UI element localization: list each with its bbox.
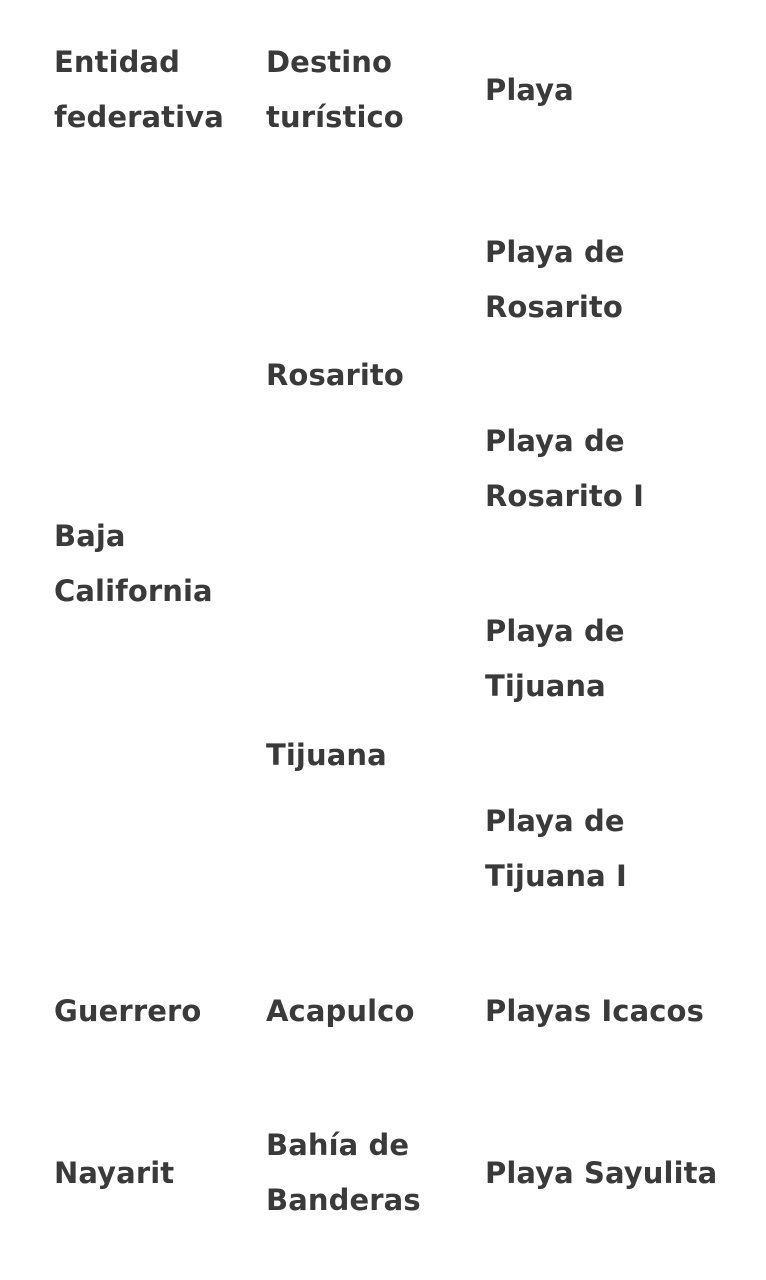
entity-nayarit: Nayarit <box>54 1156 175 1190</box>
destination-rosarito: Rosarito <box>266 358 404 392</box>
header-beach: Playa <box>485 73 574 107</box>
destination-tijuana: Tijuana <box>266 738 387 772</box>
entity-baja-california: Baja California <box>54 519 213 608</box>
destination-acapulco: Acapulco <box>266 994 415 1028</box>
beach-playa-de-rosarito: Playa de Rosarito <box>485 235 625 324</box>
beach-playa-sayulita: Playa Sayulita <box>485 1156 718 1190</box>
beach-playas-icacos: Playas Icacos <box>485 994 704 1028</box>
entity-guerrero: Guerrero <box>54 994 202 1028</box>
header-entity: Entidad federativa <box>54 45 224 134</box>
beach-playa-de-tijuana-i: Playa de Tijuana I <box>485 804 627 893</box>
beach-playa-de-rosarito-i: Playa de Rosarito I <box>485 424 644 513</box>
destination-bahia-de-banderas: Bahía de Banderas <box>266 1128 421 1217</box>
beach-playa-de-tijuana: Playa de Tijuana <box>485 614 625 703</box>
header-destination: Destino turístico <box>266 45 404 134</box>
